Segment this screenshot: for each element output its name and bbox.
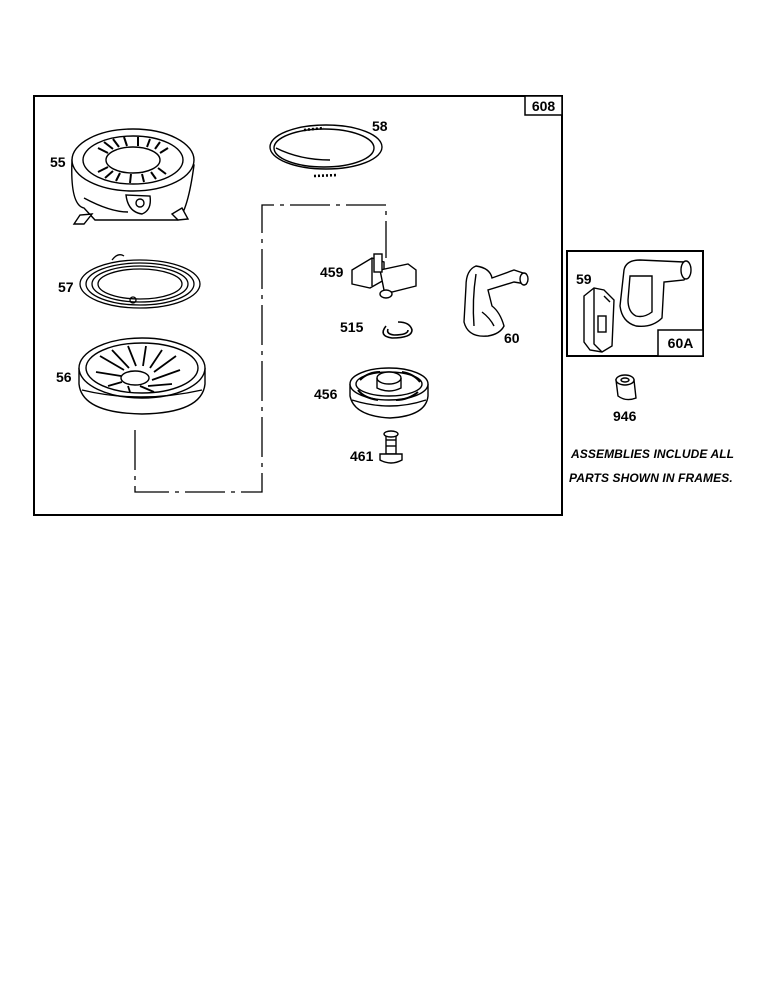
label-55: 55 — [50, 154, 66, 170]
label-946: 946 — [613, 408, 637, 424]
label-60: 60 — [504, 330, 520, 346]
label-58: 58 — [372, 118, 388, 134]
rewind-housing-drawing — [71, 128, 195, 225]
label-456: 456 — [314, 386, 338, 402]
assembly-note-line1: ASSEMBLIES INCLUDE ALL — [571, 447, 735, 461]
retaining-ring-drawing — [382, 321, 413, 339]
assembly-note-line2: PARTS SHOWN IN FRAMES. — [569, 471, 733, 485]
rope-drawing — [269, 124, 383, 178]
label-515: 515 — [340, 319, 364, 335]
label-459: 459 — [320, 264, 344, 280]
handle-assembly-number: 60A — [668, 335, 694, 351]
starter-cup-drawing — [349, 367, 429, 419]
pulley-drawing — [78, 337, 206, 415]
rewind-spring-drawing — [79, 254, 201, 309]
main-frame-number-box — [524, 95, 563, 116]
insert-drawing — [583, 287, 615, 353]
handle-drawing — [463, 265, 529, 337]
handle-assembly-frame — [566, 250, 704, 357]
label-57: 57 — [58, 279, 74, 295]
main-frame-number: 608 — [532, 98, 556, 114]
handle-grip-drawing — [619, 259, 692, 328]
assembly-line — [134, 204, 387, 493]
bushing-drawing — [615, 374, 637, 401]
screw-drawing — [379, 430, 403, 464]
pawl-drawing — [351, 253, 417, 299]
main-frame — [33, 95, 563, 516]
handle-assembly-number-box — [657, 329, 704, 357]
label-59: 59 — [576, 271, 592, 287]
label-461: 461 — [350, 448, 374, 464]
label-56: 56 — [56, 369, 72, 385]
